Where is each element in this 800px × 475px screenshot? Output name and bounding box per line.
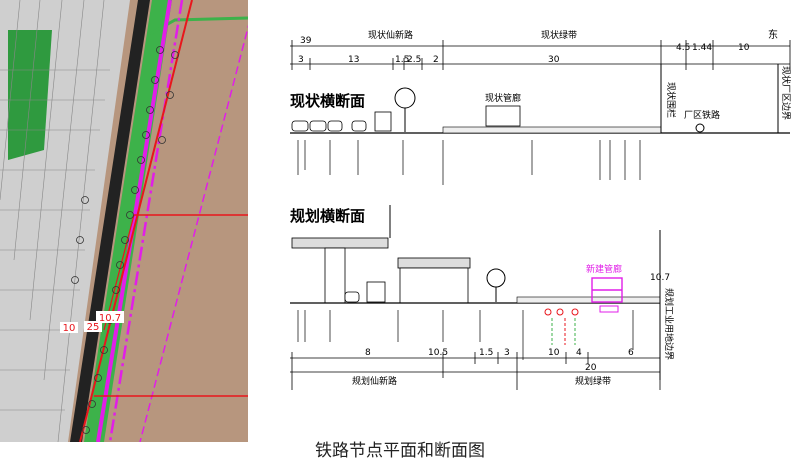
dist-label-c: 25 <box>87 322 100 333</box>
dist-label-box-c <box>84 321 102 332</box>
railway-marker <box>695 123 705 133</box>
viaduct-deck <box>291 237 389 249</box>
bottom-header-road: 规划仙新路 <box>352 375 397 387</box>
magenta-line-dashed-2 <box>139 24 248 442</box>
bottom-dim-3: 3 <box>504 348 510 358</box>
current-tree <box>394 87 416 132</box>
planned-title: 规划横断面 <box>290 207 365 225</box>
viaduct-pier-2 <box>399 267 469 304</box>
bottom-dim-20: 20 <box>585 363 597 373</box>
top-dim-ticks <box>291 40 791 70</box>
bottom-header-green: 规划绿带 <box>575 375 611 387</box>
top-dim-30: 30 <box>548 55 560 65</box>
current-factory-boundary: 现状厂区边界 <box>780 66 792 120</box>
dist-label-box-b <box>60 322 78 333</box>
red-parcel-line-3 <box>103 214 135 331</box>
red-boundary-line <box>79 0 193 442</box>
dist-label-a: 10.7 <box>99 313 121 324</box>
planned-new-pipes <box>544 305 619 345</box>
planned-green-belt <box>516 296 661 304</box>
current-railway-label: 厂区铁路 <box>684 109 720 121</box>
planned-new-corridor-label: 新建管廊 <box>586 263 622 275</box>
current-vehicles <box>291 111 392 132</box>
bottom-dim-1-5: 1.5 <box>479 348 493 358</box>
current-fence-label: 现状围栏 <box>665 82 677 118</box>
top-dim-10: 10 <box>738 43 750 53</box>
dist-label-b: 10 <box>63 323 76 334</box>
bottom-dim-10: 10 <box>548 348 560 358</box>
plan-map: 10.7 10 25 <box>0 0 248 442</box>
cross-section-diagram: 39 3 13 1.5 2.5 2 30 4.5 1.44 10 现状仙新路 现… <box>290 28 792 390</box>
top-dim-4-5: 4.5 <box>676 43 690 53</box>
viaduct-pier <box>324 247 346 304</box>
top-dim-1-44: 1.44 <box>692 43 712 53</box>
current-green-belt <box>442 126 662 134</box>
magenta-line-solid <box>96 0 172 442</box>
bottom-dim-8: 8 <box>365 348 371 358</box>
top-header-road: 现状仙新路 <box>368 29 413 41</box>
top-dim-3: 3 <box>298 55 304 65</box>
dist-label-box-a <box>96 311 124 323</box>
green-block <box>8 30 52 160</box>
current-title: 现状横断面 <box>290 92 365 110</box>
top-dim-13: 13 <box>348 55 359 65</box>
top-dim-2: 2 <box>433 55 439 65</box>
bottom-dim-6: 6 <box>628 348 634 358</box>
station-markers <box>71 46 179 434</box>
current-pipe-corridor <box>485 105 521 127</box>
green-outline <box>149 16 248 36</box>
figure-caption: 铁路节点平面和断面图 <box>315 441 485 461</box>
bottom-dim-4: 4 <box>576 348 582 358</box>
planned-land-boundary: 规划工业用地边界 <box>663 288 675 360</box>
top-dim-1-5: 1.5 <box>395 55 409 65</box>
top-dim-2-5: 2.5 <box>407 55 421 65</box>
bottom-dim-ticks <box>291 352 661 390</box>
planned-vehicles <box>344 281 386 303</box>
top-header-east: 东 <box>768 28 778 41</box>
current-pipe-corridor-label: 现状管廊 <box>485 92 521 104</box>
planned-tree <box>486 268 506 302</box>
viaduct-deck-2 <box>397 257 471 269</box>
planned-pipes <box>297 310 634 360</box>
top-dim-39: 39 <box>300 36 312 46</box>
current-pipes <box>297 140 641 185</box>
top-header-green: 现状绿带 <box>541 29 577 41</box>
bottom-dim-10-5: 10.5 <box>428 348 448 358</box>
